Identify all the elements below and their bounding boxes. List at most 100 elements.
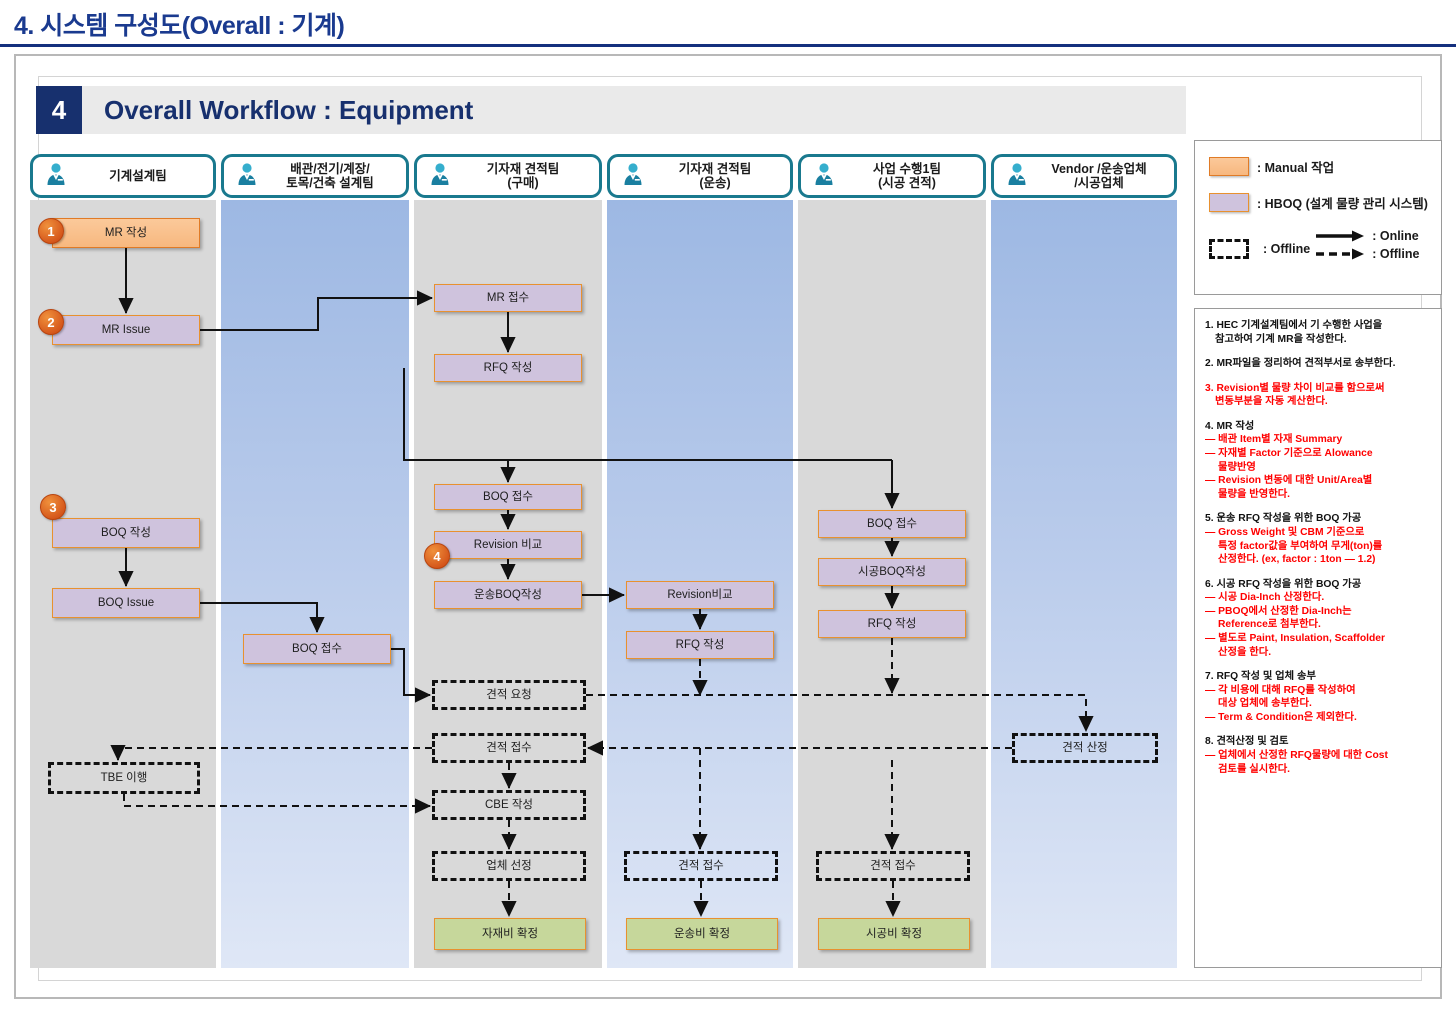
process-node-n10[interactable]: Revision 비교: [434, 531, 582, 559]
process-node-label: 업체 선정: [486, 859, 532, 872]
process-node-label: CBE 작성: [484, 798, 533, 811]
process-node-label: BOQ 접수: [483, 490, 533, 503]
process-node-n7[interactable]: MR 접수: [434, 284, 582, 312]
manual-swatch: [1209, 157, 1249, 176]
process-node-n1[interactable]: MR 작성: [52, 218, 200, 248]
process-node-n23[interactable]: RFQ 작성: [818, 610, 966, 638]
process-node-n2[interactable]: MR Issue: [52, 315, 200, 345]
process-node-label: 시공BOQ작성: [858, 565, 926, 578]
legend-row-hboq: : HBOQ (설계 물량 관리 시스템): [1209, 193, 1431, 212]
process-node-label: BOQ Issue: [97, 596, 155, 609]
process-node-label: 운송BOQ작성: [474, 588, 542, 601]
process-node-n5[interactable]: TBE 이행: [48, 762, 200, 794]
process-node-label: 시공비 확정: [865, 927, 923, 940]
step-badge-2: 2: [38, 309, 64, 335]
note-bullet-continuation: 대상 업체에 송부한다.: [1218, 698, 1312, 710]
swimlane-label-vendor: Vendor /운송업체 /시공업체: [1051, 161, 1147, 190]
process-node-label: Revision 비교: [473, 538, 543, 551]
step-badge-3: 3: [40, 494, 66, 520]
process-node-n19[interactable]: 견적 접수: [624, 851, 778, 881]
note-item-5: 5. 운송 RFQ 작성을 위한 BOQ 가공— Gross Weight 및 …: [1205, 512, 1435, 566]
swimlane-header-est_buy[interactable]: 기자재 견적팀 (구매): [414, 154, 602, 198]
legend-row-arrows: : Offline : Online : Offline: [1209, 229, 1431, 265]
person-icon: [234, 161, 260, 192]
swimlane-header-vendor[interactable]: Vendor /운송업체 /시공업체: [991, 154, 1177, 198]
process-node-n16[interactable]: 자재비 확정: [434, 918, 586, 950]
person-icon: [620, 161, 646, 192]
process-node-label: 운송비 확정: [673, 927, 731, 940]
legend-offline-arrow-row: : Offline: [1314, 247, 1419, 261]
person-icon: [427, 161, 453, 192]
process-node-label: 견적 산정: [1062, 741, 1108, 754]
person-icon: [811, 161, 837, 192]
legend-online-arrow-row: : Online: [1314, 229, 1419, 243]
process-node-n26[interactable]: 견적 산정: [1012, 733, 1158, 763]
hboq-swatch: [1209, 193, 1249, 212]
process-node-n4[interactable]: BOQ Issue: [52, 588, 200, 618]
swimlane-bg-vendor: [991, 200, 1177, 968]
legend-offline-label: : Offline: [1263, 242, 1311, 256]
section-number-badge: 4: [36, 86, 82, 134]
process-node-label: BOQ 접수: [867, 517, 917, 530]
process-node-n20[interactable]: 운송비 확정: [626, 918, 778, 950]
note-bullet: — PBOQ에서 산정한 Dia-Inch는: [1205, 605, 1352, 617]
process-node-n24[interactable]: 견적 접수: [816, 851, 970, 881]
process-node-n11[interactable]: 운송BOQ작성: [434, 581, 582, 609]
process-node-n12[interactable]: 견적 요청: [432, 680, 586, 710]
online-arrow-icon: [1316, 230, 1365, 242]
process-node-n3[interactable]: BOQ 작성: [52, 518, 200, 548]
process-node-n9[interactable]: BOQ 접수: [434, 484, 582, 510]
process-node-label: 견적 접수: [870, 859, 916, 872]
process-node-label: MR Issue: [101, 323, 151, 336]
legend-online-label: : Online: [1372, 229, 1419, 243]
note-bullet: — Term & Condition은 제외한다.: [1205, 711, 1357, 723]
swimlane-header-mech[interactable]: 기계설계팀: [30, 154, 216, 198]
offline-swatch: [1209, 239, 1249, 259]
legend-manual-label: : Manual 작업: [1257, 161, 1335, 175]
process-node-label: RFQ 작성: [675, 638, 725, 651]
step-badge-1: 1: [38, 218, 64, 244]
process-node-label: RFQ 작성: [483, 361, 533, 374]
swimlane-label-mech: 기계설계팀: [109, 168, 167, 183]
swimlane-header-est_ship[interactable]: 기자재 견적팀 (운송): [607, 154, 793, 198]
process-node-label: BOQ 작성: [101, 526, 151, 539]
legend-arrow-group: : Online : Offline: [1314, 229, 1419, 265]
process-node-n13[interactable]: 견적 접수: [432, 733, 586, 763]
process-node-n15[interactable]: 업체 선정: [432, 851, 586, 881]
process-node-n17[interactable]: Revision비교: [626, 581, 774, 609]
note-item-6: 6. 시공 RFQ 작성을 위한 BOQ 가공— 시공 Dia-Inch 산정한…: [1205, 578, 1435, 659]
process-node-label: MR 접수: [486, 291, 530, 304]
note-heading: 7. RFQ 작성 및 업체 송부: [1205, 671, 1316, 683]
swimlane-label-est_buy: 기자재 견적팀 (구매): [486, 161, 560, 190]
swimlane-header-proj[interactable]: 사업 수행1팀 (시공 견적): [798, 154, 986, 198]
section-header-title: Overall Workflow : Equipment: [104, 94, 474, 125]
swimlane-label-est_ship: 기자재 견적팀 (운송): [678, 161, 752, 190]
process-node-label: MR 작성: [104, 226, 148, 239]
process-node-n18[interactable]: RFQ 작성: [626, 631, 774, 659]
process-node-n14[interactable]: CBE 작성: [432, 790, 586, 820]
swimlane-header-design[interactable]: 배관/전기/계장/ 토목/건축 설계팀: [221, 154, 409, 198]
process-node-n8[interactable]: RFQ 작성: [434, 354, 582, 382]
note-bullet: — Revision 변동에 대한 Unit/Area별: [1205, 475, 1373, 487]
note-heading: 2. MR파일을 정리하여 견적부서로 송부한다.: [1205, 358, 1396, 370]
note-heading-continuation: 변동부분을 자동 계산한다.: [1215, 396, 1328, 408]
offline-arrow-icon: [1316, 248, 1365, 260]
process-node-n22[interactable]: 시공BOQ작성: [818, 558, 966, 586]
process-node-n6[interactable]: BOQ 접수: [243, 634, 391, 664]
process-node-label: RFQ 작성: [867, 617, 917, 630]
note-bullet-continuation: 검토를 실시한다.: [1218, 763, 1291, 775]
section-header-bar: 4 Overall Workflow : Equipment: [36, 86, 1186, 134]
note-item-4: 4. MR 작성— 배관 Item별 자재 Summary— 자재별 Facto…: [1205, 420, 1435, 501]
step-badge-4: 4: [424, 543, 450, 569]
note-heading: 5. 운송 RFQ 작성을 위한 BOQ 가공: [1205, 513, 1362, 525]
title-divider: [0, 44, 1456, 47]
process-node-n25[interactable]: 시공비 확정: [818, 918, 970, 950]
process-node-label: 견적 요청: [486, 688, 532, 701]
process-node-n21[interactable]: BOQ 접수: [818, 510, 966, 538]
legend-row-manual: : Manual 작업: [1209, 157, 1431, 176]
note-bullet-continuation: 물량반영: [1218, 461, 1256, 473]
